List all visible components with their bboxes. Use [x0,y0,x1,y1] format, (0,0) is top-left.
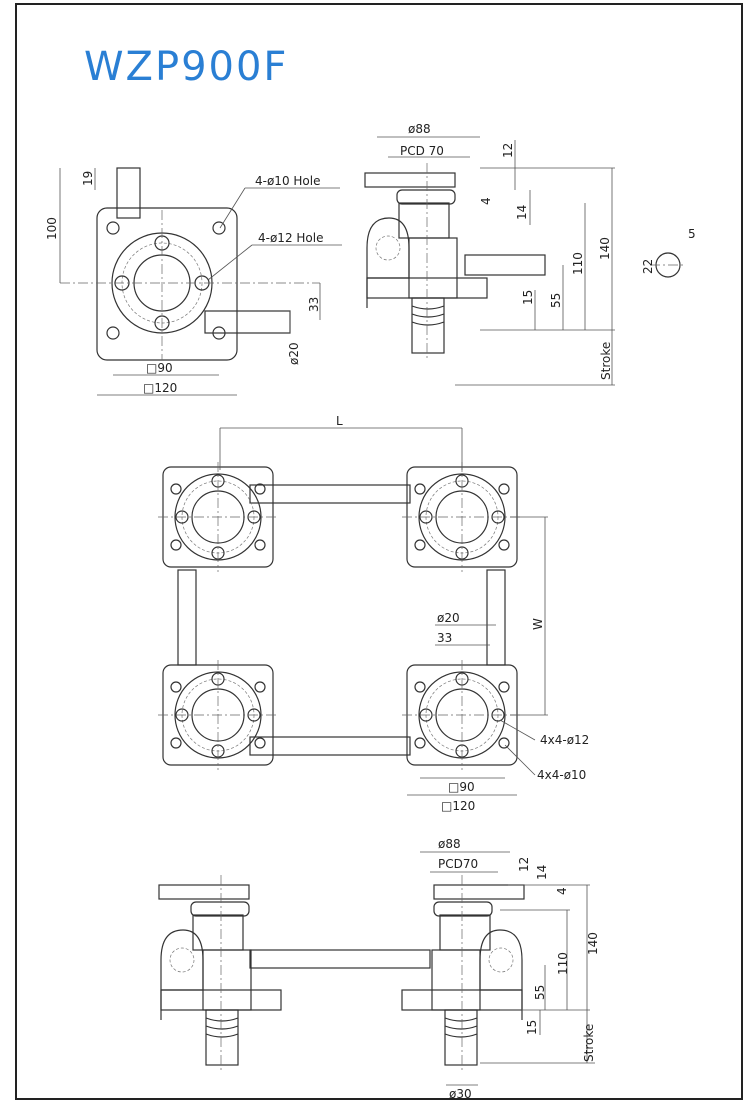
hole-12-label: 4-ø12 Hole [258,231,323,245]
dim-W: W [531,618,545,630]
front-dim-55: 55 [533,985,547,1000]
front-view: ø88 PCD70 12 14 4 140 110 55 15 Stroke ø… [158,837,600,1101]
stroke-label: Stroke [599,342,613,380]
dim-33-label: 33 [437,631,452,645]
dim-120-label: □120 [441,799,475,813]
dim-20-label: ø20 [437,611,460,625]
front-dim-140: 140 [586,932,600,955]
dim-15: 15 [521,290,535,305]
dim-90: □90 [146,361,173,375]
dim-33: 33 [307,297,321,312]
dim-120: □120 [143,381,177,395]
dim-L: L [336,414,343,428]
side-view: ø88 PCD 70 12 4 14 140 110 55 15 Stroke … [364,122,696,386]
front-dim-30: ø30 [449,1087,472,1101]
top-plan-view: 4-ø10 Hole 4-ø12 Hole 100 19 33 ø20 □90 … [45,167,342,396]
dim-20: ø20 [287,342,301,365]
front-dim-12: 12 [517,857,531,872]
front-dim-110: 110 [556,952,570,975]
layout-view: L W ø20 33 4x4-ø12 4x4-ø10 □90 □120 [157,414,589,813]
dim-90-label: □90 [448,780,475,794]
dim-12: 12 [501,143,515,158]
dim-4: 4 [479,197,493,205]
front-dim-14: 14 [535,865,549,880]
dim-55: 55 [549,293,563,308]
key-22: 22 [641,259,655,274]
model-title: WZP900F [84,44,289,90]
dim-140: 140 [598,237,612,260]
dim-88: ø88 [408,122,431,136]
key-5: 5 [688,227,696,241]
front-stroke: Stroke [582,1024,596,1062]
front-dim-88: ø88 [438,837,461,851]
front-dim-4: 4 [555,887,569,895]
dim-110: 110 [571,252,585,275]
pcd-label: PCD 70 [400,144,444,158]
dim-19: 19 [81,171,95,186]
holes-10-label: 4x4-ø10 [537,768,586,782]
holes-12-label: 4x4-ø12 [540,733,589,747]
front-dim-15: 15 [525,1020,539,1035]
hole-10-label: 4-ø10 Hole [255,174,320,188]
dim-100: 100 [45,217,59,240]
dim-14: 14 [515,205,529,220]
front-pcd: PCD70 [438,857,478,871]
drawing-frame [15,3,743,1100]
